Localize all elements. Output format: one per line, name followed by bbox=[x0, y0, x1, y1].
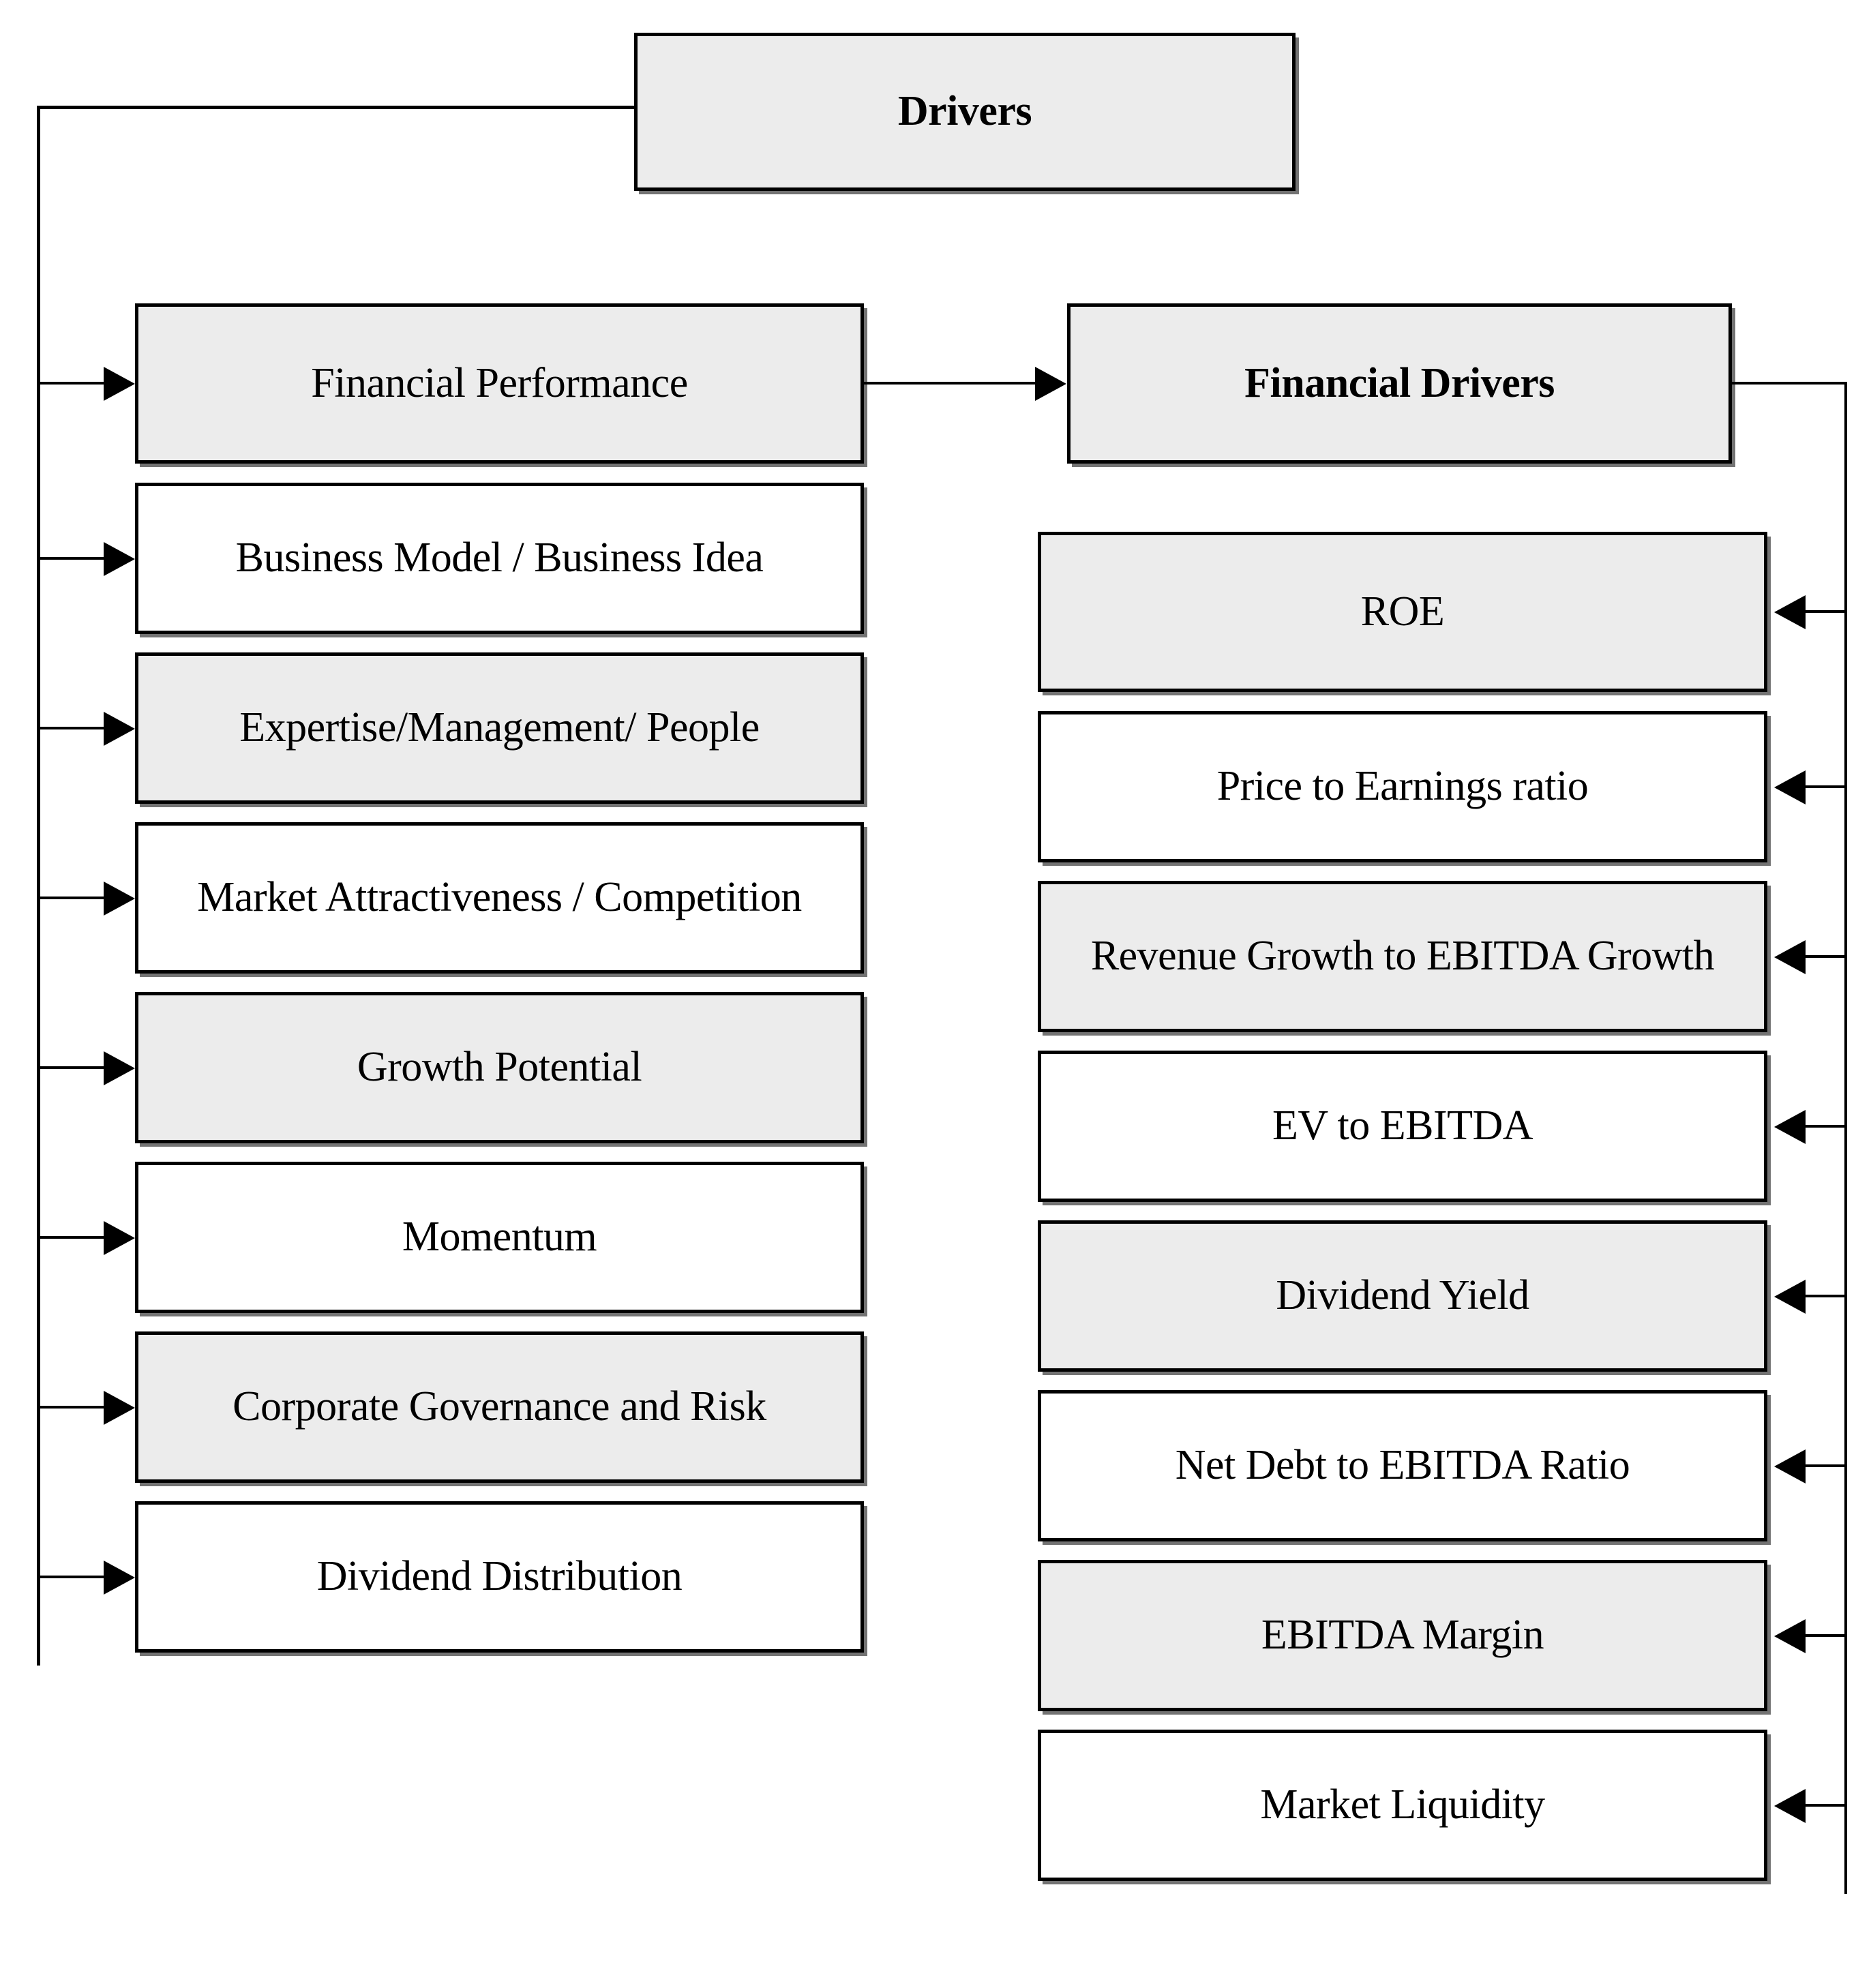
node-growth-potential[interactable]: Growth Potential bbox=[135, 992, 864, 1143]
arrow-line-left-7 bbox=[37, 1406, 105, 1409]
node-net-debt-to-ebitda-ratio-label: Net Debt to EBITDA Ratio bbox=[1175, 1442, 1630, 1489]
arrow-line-left-1 bbox=[37, 382, 105, 385]
arrow-line-left-6 bbox=[37, 1236, 105, 1239]
node-momentum-label: Momentum bbox=[402, 1214, 597, 1261]
arrow-head-fp-to-fd bbox=[1035, 367, 1066, 401]
arrow-head-left-2 bbox=[104, 542, 135, 576]
node-market-liquidity-label: Market Liquidity bbox=[1260, 1781, 1545, 1828]
node-price-to-earnings-ratio-label: Price to Earnings ratio bbox=[1216, 763, 1589, 810]
arrow-line-right-3 bbox=[1806, 955, 1846, 958]
right-spine bbox=[1844, 382, 1847, 1894]
node-financial-performance[interactable]: Financial Performance bbox=[135, 303, 864, 464]
node-net-debt-to-ebitda-ratio[interactable]: Net Debt to EBITDA Ratio bbox=[1038, 1390, 1767, 1541]
node-revenue-growth-to-ebitda-growth[interactable]: Revenue Growth to EBITDA Growth bbox=[1038, 881, 1767, 1032]
node-momentum[interactable]: Momentum bbox=[135, 1162, 864, 1313]
node-business-model-label: Business Model / Business Idea bbox=[235, 534, 764, 582]
arrow-line-left-5 bbox=[37, 1066, 105, 1069]
node-price-to-earnings-ratio[interactable]: Price to Earnings ratio bbox=[1038, 711, 1767, 862]
arrow-line-left-3 bbox=[37, 727, 105, 729]
arrow-line-right-4 bbox=[1806, 1125, 1846, 1128]
arrow-head-left-5 bbox=[104, 1051, 135, 1085]
node-ebitda-margin[interactable]: EBITDA Margin bbox=[1038, 1560, 1767, 1711]
arrow-line-right-2 bbox=[1806, 785, 1846, 788]
arrow-line-right-5 bbox=[1806, 1295, 1846, 1297]
node-dividend-yield-label: Dividend Yield bbox=[1276, 1272, 1529, 1319]
node-revenue-growth-to-ebitda-growth-label: Revenue Growth to EBITDA Growth bbox=[1090, 933, 1715, 980]
arrow-head-left-6 bbox=[104, 1221, 135, 1255]
arrow-head-left-1 bbox=[104, 367, 135, 401]
arrow-head-right-3 bbox=[1774, 940, 1806, 974]
node-ev-to-ebitda-label: EV to EBITDA bbox=[1272, 1102, 1533, 1149]
left-spine bbox=[37, 106, 40, 1666]
arrow-head-right-6 bbox=[1774, 1449, 1806, 1484]
node-market-attractiveness-label: Market Attractiveness / Competition bbox=[197, 874, 802, 921]
node-expertise-management-people[interactable]: Expertise/Management/ People bbox=[135, 652, 864, 804]
arrow-line-right-1 bbox=[1806, 610, 1846, 613]
node-drivers[interactable]: Drivers bbox=[634, 33, 1296, 191]
node-growth-potential-label: Growth Potential bbox=[357, 1044, 642, 1091]
connector-fp-to-fd bbox=[864, 382, 1036, 385]
node-dividend-yield[interactable]: Dividend Yield bbox=[1038, 1220, 1767, 1372]
arrow-line-left-2 bbox=[37, 557, 105, 560]
node-corporate-governance-risk-label: Corporate Governance and Risk bbox=[233, 1383, 766, 1430]
arrow-line-right-7 bbox=[1806, 1634, 1846, 1637]
arrow-line-left-4 bbox=[37, 897, 105, 899]
arrow-line-right-8 bbox=[1806, 1804, 1846, 1807]
node-dividend-distribution[interactable]: Dividend Distribution bbox=[135, 1501, 864, 1653]
connector-fd-to-right-spine bbox=[1732, 382, 1847, 385]
arrow-head-left-4 bbox=[104, 882, 135, 916]
arrow-line-left-8 bbox=[37, 1576, 105, 1578]
connector-root-to-spine bbox=[37, 106, 635, 109]
node-financial-drivers-label: Financial Drivers bbox=[1244, 359, 1555, 406]
node-drivers-label: Drivers bbox=[897, 88, 1032, 135]
node-roe-label: ROE bbox=[1360, 588, 1445, 635]
node-financial-performance-label: Financial Performance bbox=[311, 359, 688, 406]
arrow-head-left-8 bbox=[104, 1561, 135, 1595]
node-corporate-governance-risk[interactable]: Corporate Governance and Risk bbox=[135, 1331, 864, 1483]
node-dividend-distribution-label: Dividend Distribution bbox=[316, 1553, 683, 1600]
node-financial-drivers[interactable]: Financial Drivers bbox=[1067, 303, 1732, 464]
arrow-head-right-8 bbox=[1774, 1789, 1806, 1823]
node-business-model[interactable]: Business Model / Business Idea bbox=[135, 483, 864, 634]
arrow-line-right-6 bbox=[1806, 1464, 1846, 1467]
node-market-attractiveness[interactable]: Market Attractiveness / Competition bbox=[135, 822, 864, 974]
node-roe[interactable]: ROE bbox=[1038, 532, 1767, 692]
arrow-head-right-1 bbox=[1774, 595, 1806, 629]
node-market-liquidity[interactable]: Market Liquidity bbox=[1038, 1730, 1767, 1881]
arrow-head-left-3 bbox=[104, 712, 135, 746]
arrow-head-right-7 bbox=[1774, 1619, 1806, 1653]
arrow-head-left-7 bbox=[104, 1391, 135, 1425]
arrow-head-right-4 bbox=[1774, 1110, 1806, 1144]
node-ev-to-ebitda[interactable]: EV to EBITDA bbox=[1038, 1051, 1767, 1202]
arrow-head-right-5 bbox=[1774, 1280, 1806, 1314]
node-ebitda-margin-label: EBITDA Margin bbox=[1261, 1612, 1544, 1659]
arrow-head-right-2 bbox=[1774, 770, 1806, 804]
node-expertise-management-people-label: Expertise/Management/ People bbox=[239, 704, 760, 751]
